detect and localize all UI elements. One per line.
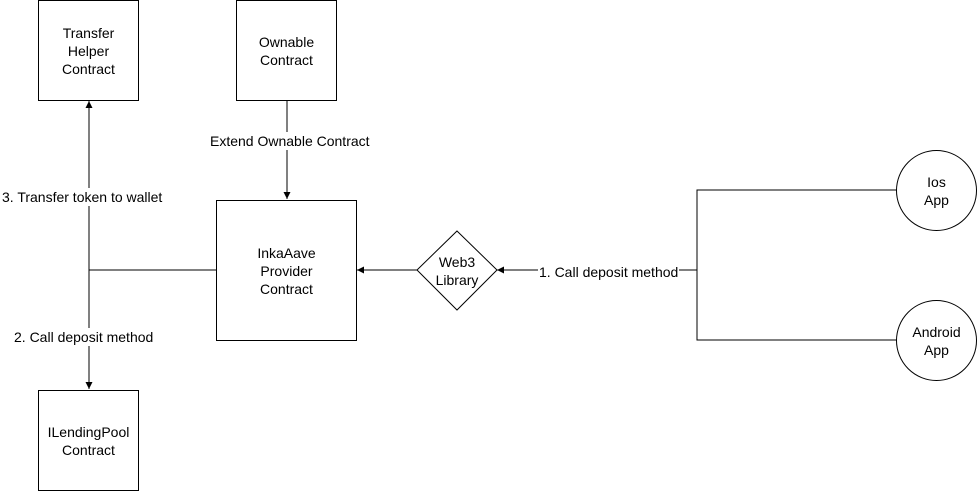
ilendingpool-label: ILendingPool Contract bbox=[47, 423, 130, 458]
ownable-contract: Ownable Contract bbox=[236, 0, 337, 101]
edge-label-transfer-token: 3. Transfer token to wallet bbox=[1, 188, 164, 206]
transfer-helper-label: Transfer Helper Contract bbox=[62, 24, 115, 77]
web3-library-label: Web3 Library bbox=[435, 253, 479, 288]
android-app-label: Android App bbox=[912, 323, 961, 358]
transfer-helper-contract: Transfer Helper Contract bbox=[38, 0, 139, 101]
ios-app-node: Ios App bbox=[896, 150, 977, 231]
web3-library-diamond bbox=[416, 230, 498, 311]
edge-label-call-deposit-lending: 2. Call deposit method bbox=[13, 328, 155, 346]
edge-label-extend-ownable: Extend Ownable Contract bbox=[209, 132, 371, 150]
ilendingpool-contract: ILendingPool Contract bbox=[38, 390, 139, 491]
ownable-label: Ownable Contract bbox=[258, 33, 315, 68]
inkaaave-provider-contract: InkaAave Provider Contract bbox=[216, 200, 357, 341]
inkaaave-provider-label: InkaAave Provider Contract bbox=[257, 244, 316, 297]
web3-library-node: Web3 Library bbox=[417, 231, 497, 310]
edge-label-call-deposit-apps: 1. Call deposit method bbox=[538, 263, 680, 281]
edge-apps-bracket bbox=[696, 189, 897, 341]
android-app-node: Android App bbox=[896, 300, 977, 381]
ios-app-label: Ios App bbox=[924, 173, 949, 208]
